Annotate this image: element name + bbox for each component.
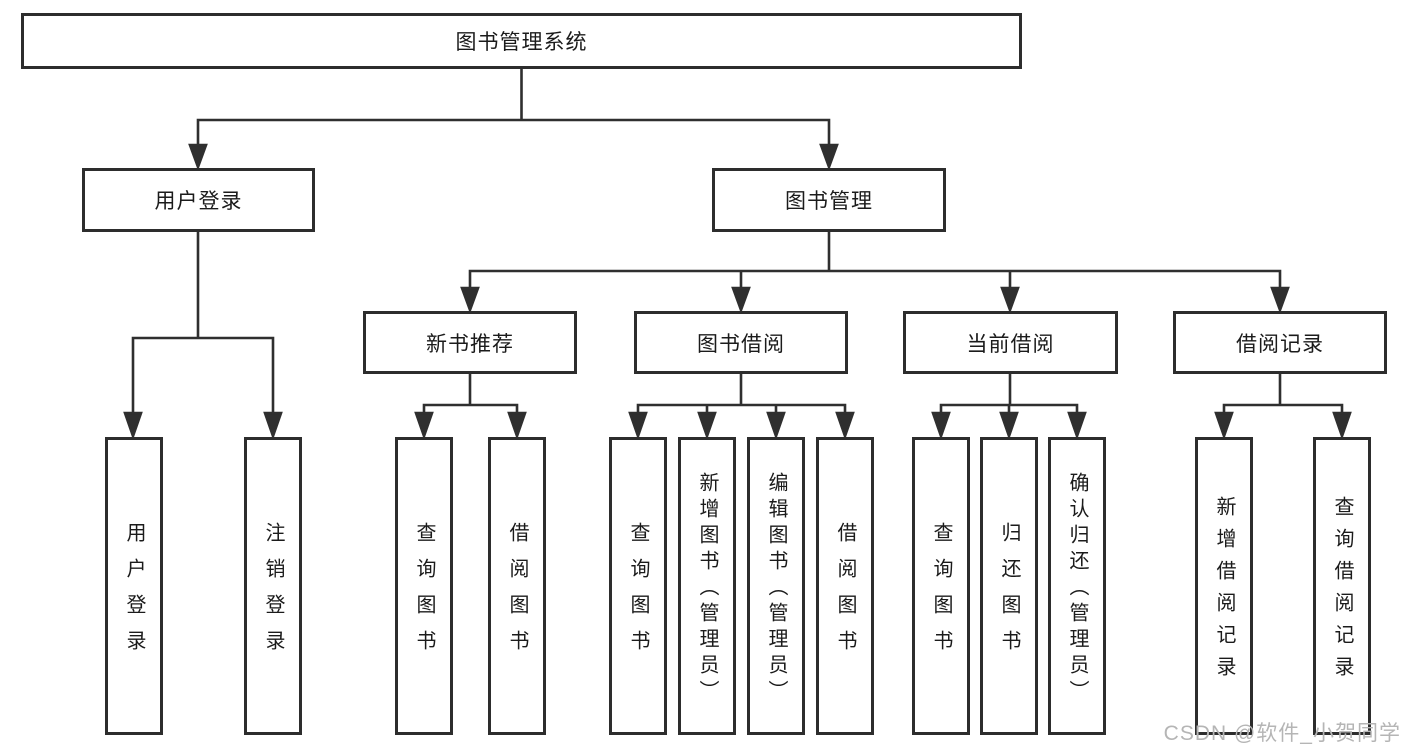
node-user-login-leaf: 用户登录	[105, 437, 163, 735]
node-logout-leaf-label: 注销登录	[262, 522, 284, 666]
node-user-login: 用户登录	[82, 168, 315, 232]
node-rec-query-books-label: 查询图书	[413, 522, 435, 666]
node-logout-leaf: 注销登录	[244, 437, 302, 735]
node-cb-confirm-return: 确认归还（管理员）	[1048, 437, 1106, 735]
node-borrow-records-label: 借阅记录	[1236, 332, 1324, 356]
connector-borrow-records-children	[1214, 374, 1352, 440]
node-user-login-leaf-label: 用户登录	[123, 522, 145, 666]
node-cb-return-books-label: 归还图书	[998, 522, 1020, 666]
node-rec-borrow-books: 借阅图书	[488, 437, 546, 735]
node-current-borrow-label: 当前借阅	[966, 332, 1055, 356]
node-bb-add-books-label: 新增图书（管理员）	[696, 472, 718, 706]
node-bb-add-books: 新增图书（管理员）	[678, 437, 736, 735]
node-cb-confirm-return-label: 确认归还（管理员）	[1066, 472, 1088, 706]
node-borrow-records: 借阅记录	[1173, 311, 1387, 374]
node-book-borrow-label: 图书借阅	[697, 332, 785, 356]
node-book-borrow: 图书借阅	[634, 311, 848, 374]
node-root-label: 图书管理系统	[455, 31, 588, 54]
node-rec-query-books: 查询图书	[395, 437, 453, 735]
node-br-query-record: 查询借阅记录	[1313, 437, 1371, 735]
connector-root-to-level2	[188, 69, 839, 171]
node-user-login-label: 用户登录	[154, 190, 243, 213]
node-root: 图书管理系统	[21, 13, 1022, 69]
node-current-borrow: 当前借阅	[903, 311, 1118, 374]
node-new-book-rec: 新书推荐	[363, 311, 577, 374]
node-new-book-rec-label: 新书推荐	[426, 332, 514, 356]
connector-new-book-children	[414, 374, 527, 440]
node-bb-query-books: 查询图书	[609, 437, 667, 735]
node-bb-edit-books-label: 编辑图书（管理员）	[765, 472, 787, 706]
node-bb-edit-books: 编辑图书（管理员）	[747, 437, 805, 735]
node-br-query-record-label: 查询借阅记录	[1331, 496, 1353, 688]
node-book-mgmt: 图书管理	[712, 168, 946, 232]
node-br-add-record: 新增借阅记录	[1195, 437, 1253, 735]
node-cb-query-books: 查询图书	[912, 437, 970, 735]
node-cb-query-books-label: 查询图书	[930, 522, 952, 666]
node-bb-query-books-label: 查询图书	[627, 522, 649, 666]
node-bb-borrow-books: 借阅图书	[816, 437, 874, 735]
node-rec-borrow-books-label: 借阅图书	[506, 522, 528, 666]
connector-book-borrow-children	[628, 374, 855, 440]
node-cb-return-books: 归还图书	[980, 437, 1038, 735]
connector-current-borrow-children	[931, 374, 1087, 440]
node-book-mgmt-label: 图书管理	[785, 190, 873, 213]
connector-book-mgmt-children	[460, 232, 1290, 314]
node-bb-borrow-books-label: 借阅图书	[834, 522, 856, 666]
connector-user-login-children	[123, 232, 283, 440]
node-br-add-record-label: 新增借阅记录	[1213, 496, 1235, 688]
csdn-watermark: CSDN @软件_小贺同学	[1163, 722, 1401, 745]
